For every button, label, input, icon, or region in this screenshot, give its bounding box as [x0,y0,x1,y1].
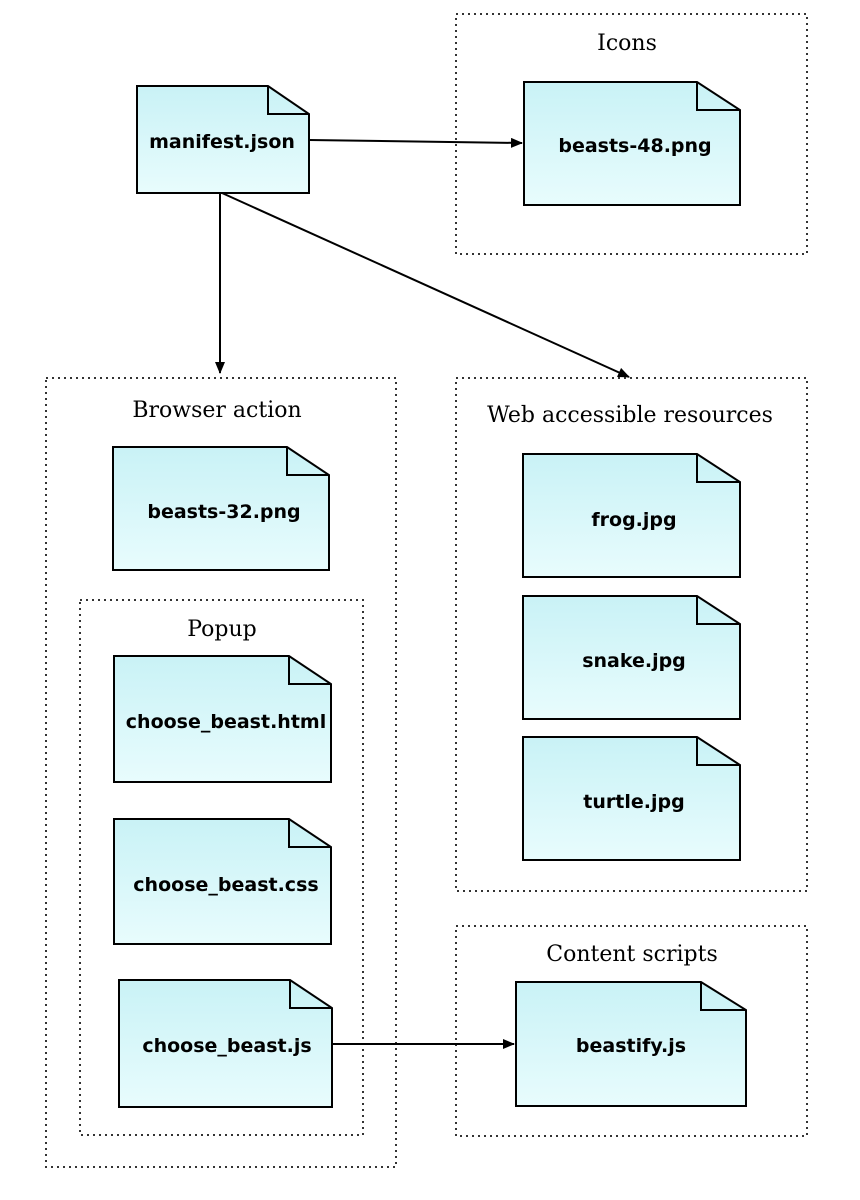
cluster-icons: Icons [455,13,808,255]
file-node-beasts-32: beasts-32.png [112,446,330,571]
file-node-beasts-48: beasts-48.png [523,81,741,206]
file-label-choose-beast-js: choose_beast.js [142,1035,311,1057]
cluster-popup-title: Popup [187,617,257,642]
file-node-beastify-js: beastify.js [515,981,747,1107]
file-node-frog-jpg: frog.jpg [522,453,741,578]
cluster-popup: Popup [79,599,364,1136]
file-node-choose-beast-css: choose_beast.css [113,818,332,945]
file-label-frog: frog.jpg [591,509,676,531]
cluster-content-scripts: Content scripts [455,925,808,1137]
file-label-snake: snake.jpg [582,650,686,672]
file-node-turtle-jpg: turtle.jpg [522,736,741,861]
file-label-choose-beast-html: choose_beast.html [126,711,326,733]
cluster-web-accessible-resources: Web accessible resources [455,377,808,892]
file-node-manifest-json: manifest.json [136,85,310,194]
file-label-turtle: turtle.jpg [583,791,684,813]
file-label-beastify: beastify.js [576,1035,686,1057]
cluster-browser-action: Browser action [45,377,397,1168]
file-node-choose-beast-html: choose_beast.html [113,655,332,783]
file-label-beasts-48: beasts-48.png [558,135,711,157]
cluster-browser-action-title: Browser action [132,398,301,423]
edge-manifest-to-icons [308,137,523,148]
file-label-manifest: manifest.json [149,131,295,153]
cluster-icons-title: Icons [597,31,657,56]
file-label-choose-beast-css: choose_beast.css [133,874,318,896]
file-node-choose-beast-js: choose_beast.js [118,979,333,1108]
cluster-content-scripts-title: Content scripts [546,942,718,967]
edge-manifest-to-web-resources [221,192,630,378]
cluster-web-resources-title: Web accessible resources [487,403,773,428]
file-node-snake-jpg: snake.jpg [522,595,741,720]
file-label-beasts-32: beasts-32.png [147,501,300,523]
